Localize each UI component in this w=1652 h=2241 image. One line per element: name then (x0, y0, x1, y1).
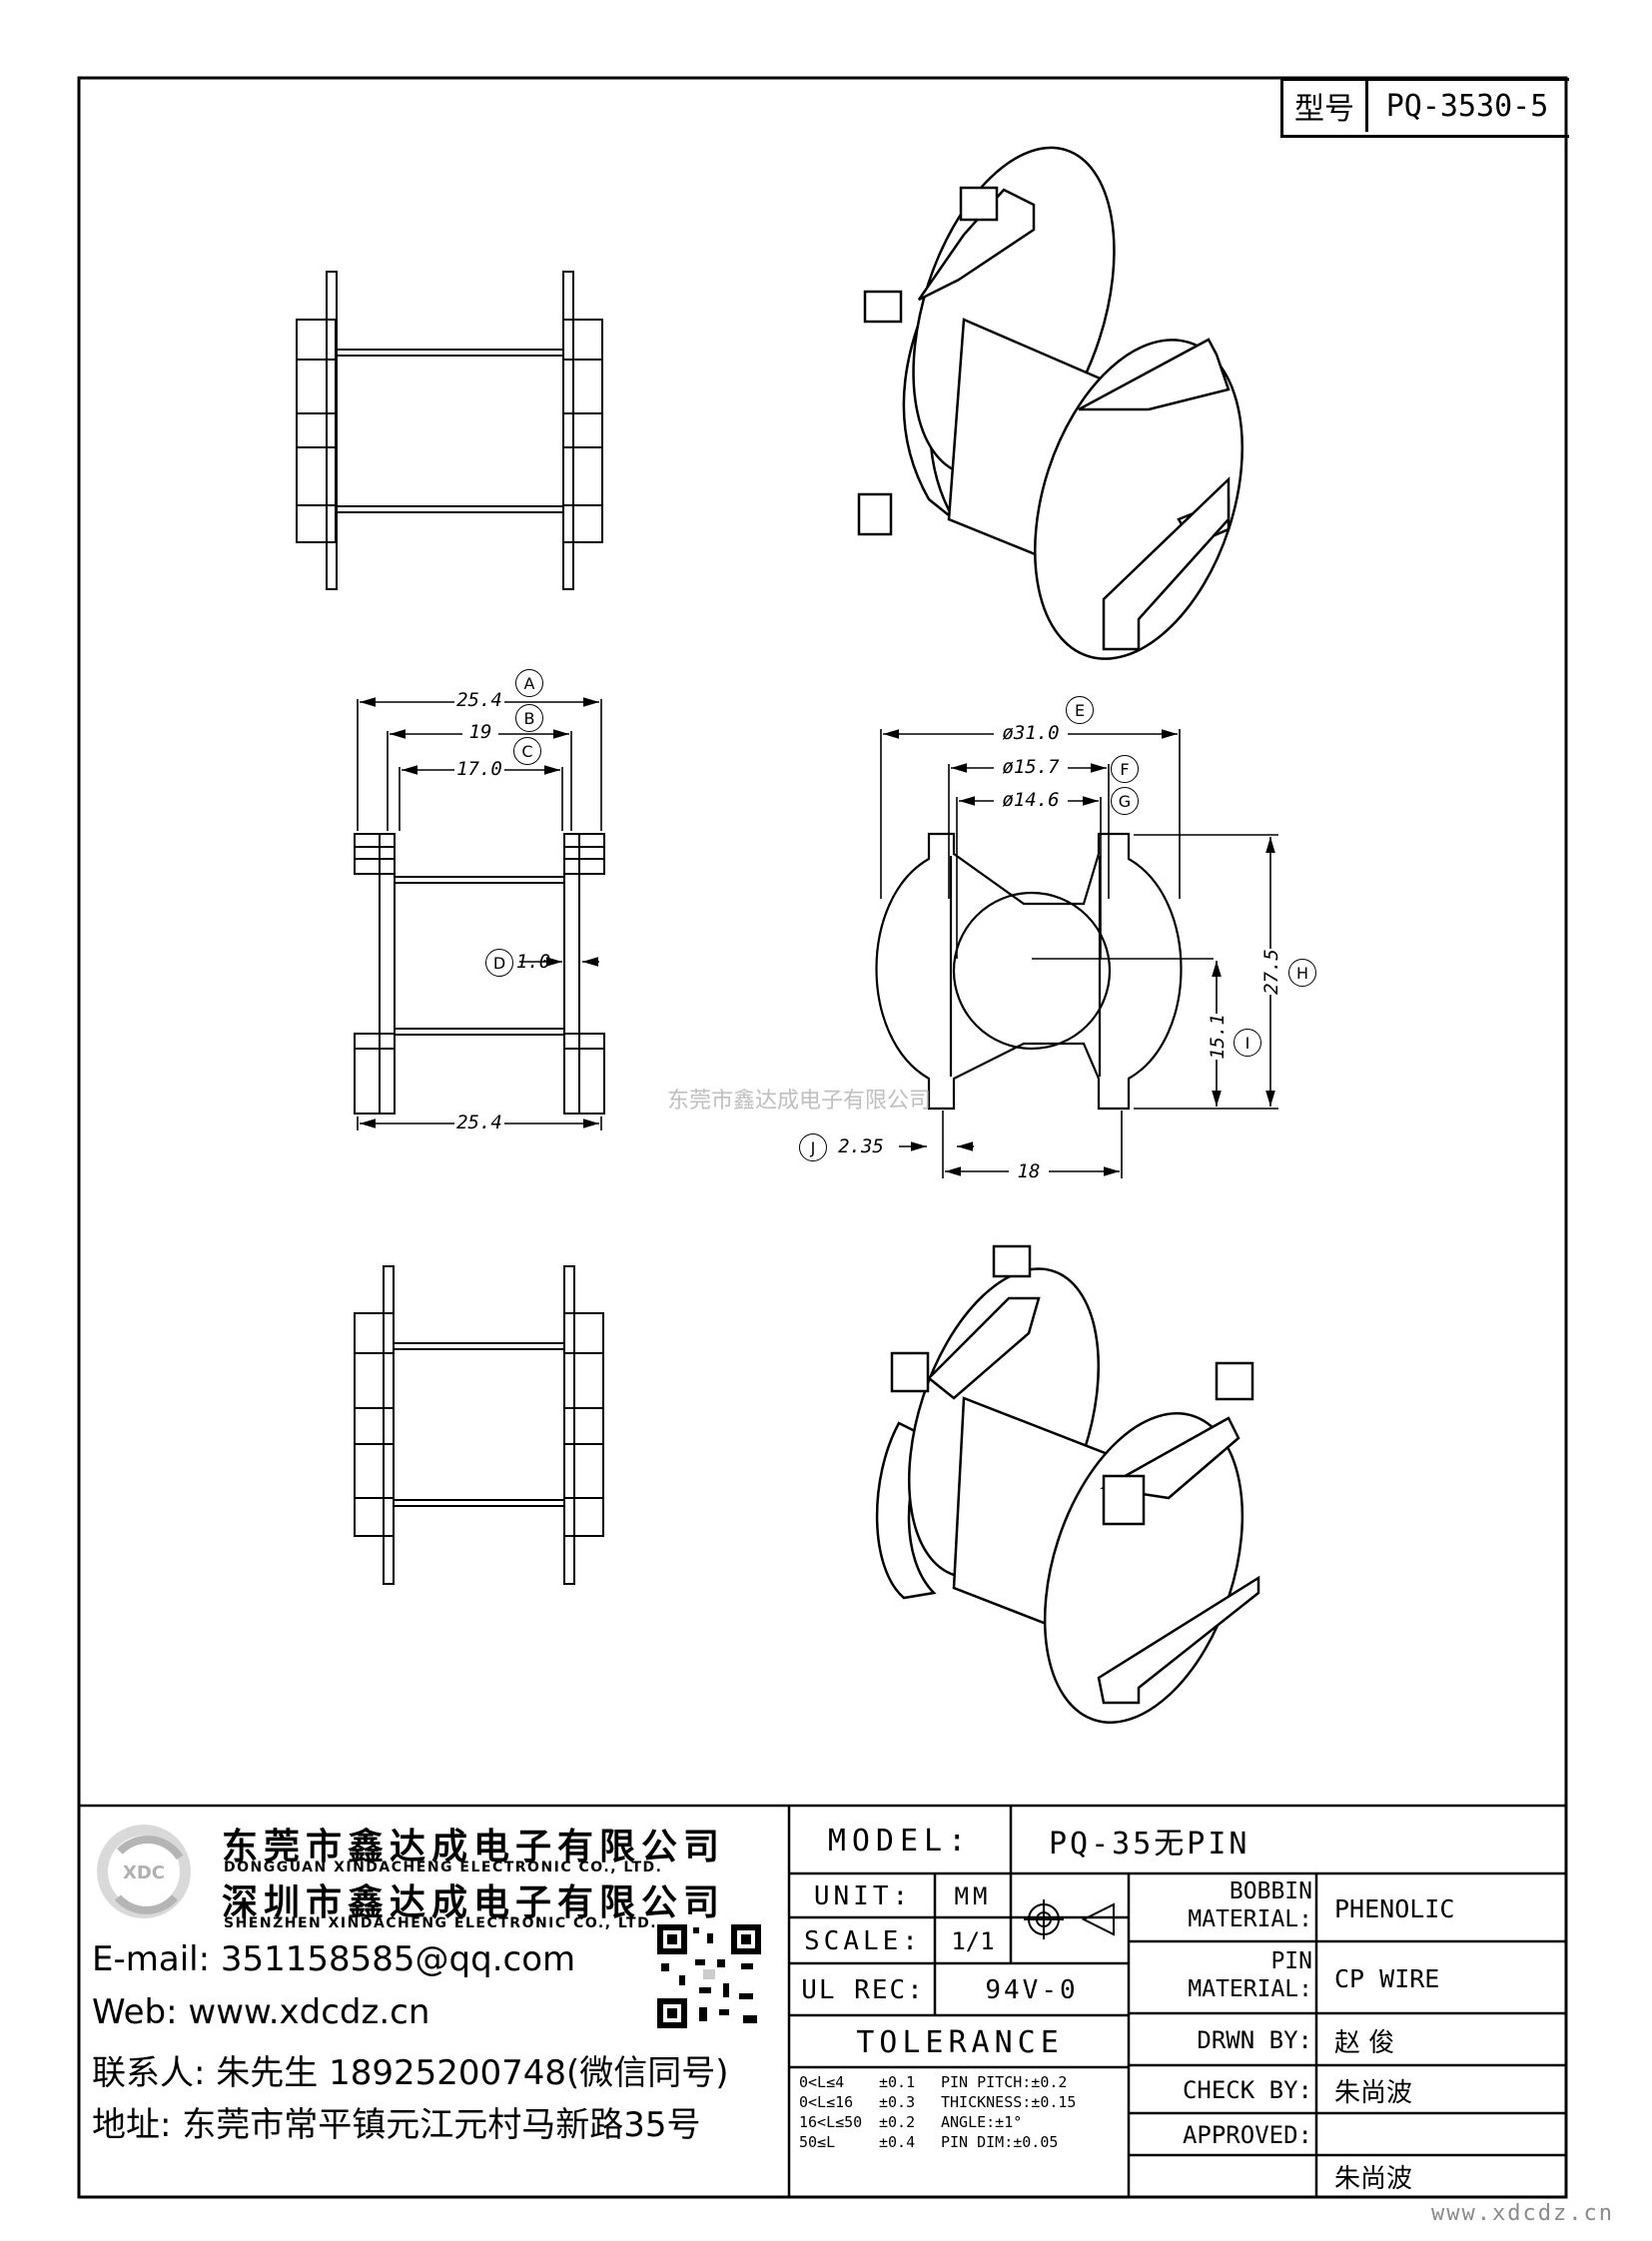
approved-value: 朱尚波 (1334, 2163, 1413, 2194)
bobbin-material-label-line2: MATERIAL: (1188, 1906, 1312, 1932)
drawn-by-value: 赵 俊 (1334, 2027, 1395, 2058)
dim-f-tag: F (1111, 755, 1139, 783)
dim-e-tag: E (1066, 696, 1094, 724)
tolerance-value: ±0.3 (879, 2093, 916, 2111)
dim-b-tag: B (515, 704, 543, 732)
tolerance-range: 0<L≤4 (799, 2073, 845, 2091)
tolerance-row: 50≤L ±0.4 PIN DIM:±0.05 (799, 2133, 1125, 2153)
unit-label: UNIT: (813, 1881, 913, 1911)
iso-view-top (857, 146, 1243, 660)
dim-d-tag: D (485, 949, 513, 977)
pin-material-label: PIN MATERIAL: (1131, 1947, 1312, 2009)
pin-material-label-line2: MATERIAL: (1188, 1976, 1312, 2002)
dim-h-value: 27.5 (1258, 949, 1284, 995)
dim-bottom-width-value: 25.4 (454, 1110, 504, 1135)
dim-i-value: 15.1 (1205, 1014, 1231, 1060)
model-header-box (1280, 78, 1569, 138)
company-name-dongguan: 东莞市鑫达成电子有限公司 (222, 1827, 726, 1868)
dim-j-value: 2.35 (838, 1135, 884, 1157)
scale-label: SCALE: (804, 1926, 922, 1956)
dim-c-tag: C (513, 737, 541, 765)
tolerance-row: 16<L≤50 ±0.2 ANGLE:±1° (799, 2113, 1125, 2133)
pin-material-value: CP WIRE (1334, 1963, 1440, 1993)
company-address: 地址: 东莞市常平镇元江元村马新路35号 (92, 2105, 701, 2145)
dim-slot-width-value: 18 (1009, 1158, 1049, 1184)
check-by-value: 朱尚波 (1334, 2077, 1413, 2108)
company-email: E-mail: 351158585@qq.com (92, 1939, 576, 1979)
tolerance-label: TOLERANCE (856, 2024, 1064, 2060)
projection-symbol-icon (1024, 1899, 1115, 1939)
unit-value: MM (954, 1882, 992, 1910)
dim-g-tag: G (1111, 787, 1139, 815)
tolerance-range: 50≤L (799, 2133, 836, 2151)
bobbin-material-label-line1: BOBBIN (1229, 1878, 1312, 1904)
tolerance-spec: ANGLE:±1° (941, 2113, 1023, 2131)
dim-c-value: 17.0 (454, 756, 504, 782)
tolerance-value: ±0.4 (879, 2133, 916, 2151)
dim-g-value: ø14.6 (994, 787, 1068, 813)
company-name-dongguan-en: DONGGUAN XINDACHENG ELECTRONIC CO., LTD. (224, 1860, 663, 1875)
check-by-label: CHECK BY: (1182, 2076, 1312, 2104)
dim-e-value: ø31.0 (994, 720, 1068, 746)
tolerance-value: ±0.2 (879, 2113, 916, 2131)
company-name-shenzhen-en: SHENZHEN XINDACHENG ELECTRONIC CO., LTD. (224, 1915, 658, 1931)
drawn-by-label: DRWN BY: (1197, 2026, 1312, 2054)
tolerance-range: 16<L≤50 (799, 2113, 863, 2131)
tolerance-spec: PIN PITCH:±0.2 (941, 2073, 1068, 2091)
ul-value: 94V-0 (985, 1975, 1079, 2005)
qr-code-icon (657, 1924, 761, 2028)
approved-label: APPROVED: (1182, 2121, 1312, 2149)
tolerance-row: 0<L≤16 ±0.3 THICKNESS:±0.15 (799, 2093, 1125, 2113)
front-view (354, 833, 605, 1115)
model-header-value: PQ-3530-5 (1385, 88, 1549, 124)
tolerance-value: ±0.1 (879, 2073, 916, 2091)
model-value: PQ-35无PIN (1049, 1827, 1250, 1862)
title-block-grid (79, 1804, 1566, 2197)
side-view-bottom (354, 1265, 604, 1585)
pin-material-label-line1: PIN (1270, 1948, 1312, 1974)
tolerance-spec: THICKNESS:±0.15 (941, 2093, 1077, 2111)
company-contact: 联系人: 朱先生 18925200748(微信同号) (92, 2053, 729, 2093)
dim-f-value: ø15.7 (994, 754, 1068, 780)
tolerance-table: 0<L≤4 ±0.1 PIN PITCH:±0.2 0<L≤16 ±0.3 TH… (799, 2073, 1125, 2193)
model-header-label: 型号 (1283, 80, 1368, 132)
logo-text: XDC (122, 1862, 166, 1883)
company-logo-icon (97, 1825, 191, 1918)
dim-d-value: 1.0 (515, 951, 551, 973)
dim-a-value: 25.4 (454, 687, 504, 713)
dim-a-tag: A (515, 669, 543, 697)
tolerance-range: 0<L≤16 (799, 2093, 854, 2111)
scale-value: 1/1 (951, 1927, 995, 1955)
tolerance-spec: PIN DIM:±0.05 (941, 2133, 1059, 2151)
footer-url: www.xdcdz.cn (1431, 2201, 1614, 2226)
company-web: Web: www.xdcdz.cn (92, 1992, 430, 2032)
watermark: 东莞市鑫达成电子有限公司 (667, 1089, 932, 1114)
iso-view-bottom (875, 1244, 1260, 1724)
dim-b-value: 19 (462, 719, 498, 745)
dim-i-tag: I (1234, 1029, 1261, 1057)
bobbin-material-label: BOBBIN MATERIAL: (1131, 1877, 1312, 1939)
company-name-shenzhen: 深圳市鑫达成电子有限公司 (222, 1882, 726, 1923)
model-label: MODEL: (827, 1823, 973, 1859)
dim-j-tag: J (799, 1133, 827, 1161)
end-view (875, 832, 1214, 1111)
tolerance-row: 0<L≤4 ±0.1 PIN PITCH:±0.2 (799, 2073, 1125, 2093)
end-view-dimensions (880, 729, 1278, 1178)
ul-label: UL REC: (801, 1975, 925, 2005)
dim-h-tag: H (1288, 959, 1316, 987)
bobbin-material-value: PHENOLIC (1334, 1893, 1455, 1923)
outer-frame (77, 76, 1568, 2199)
side-view-top (296, 271, 603, 590)
